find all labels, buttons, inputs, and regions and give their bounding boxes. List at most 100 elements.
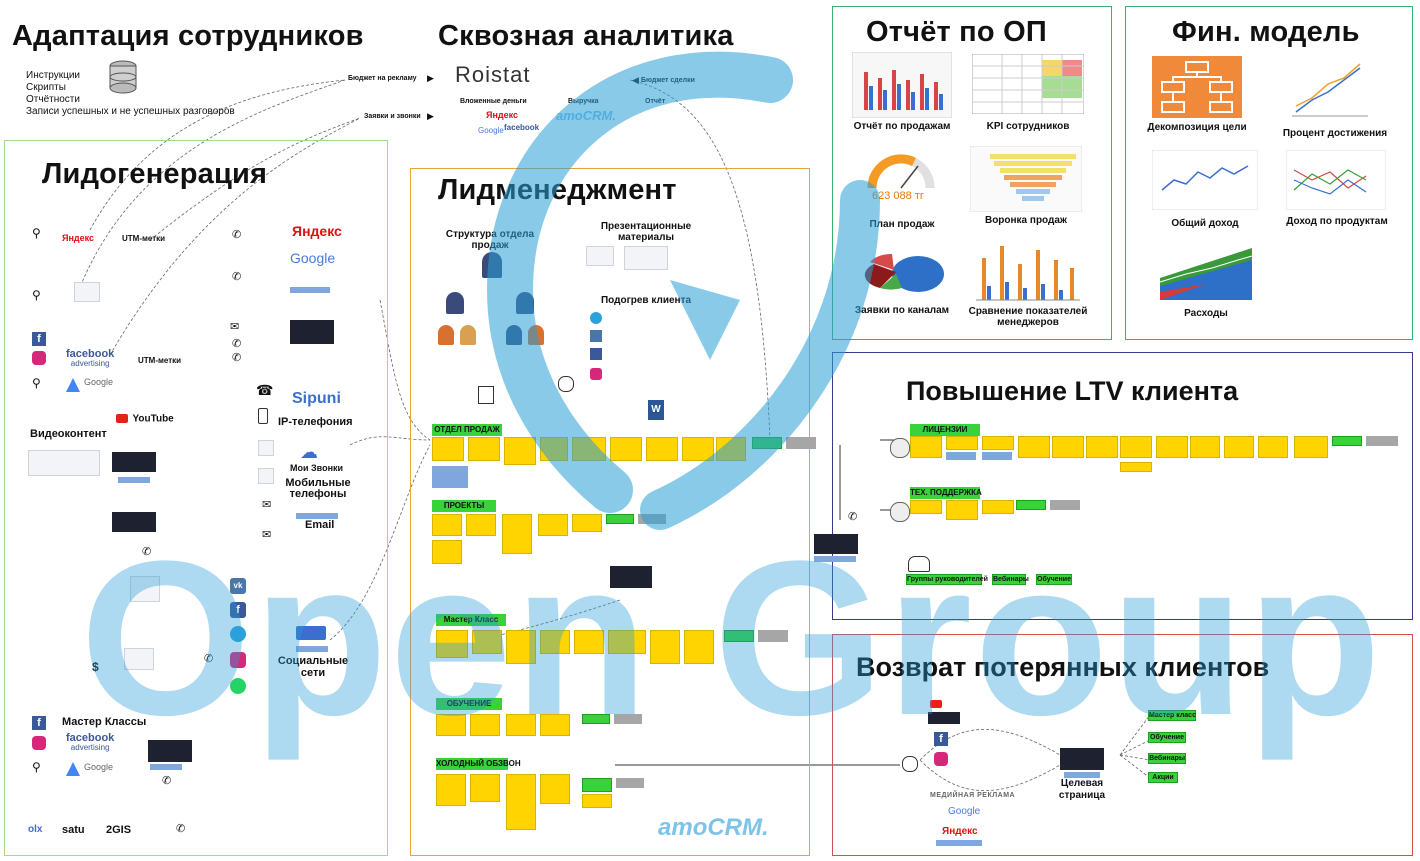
adaptation-item: Записи успешных и не успешных разговоров [26,106,235,117]
ltv-groups-badge: Группы руководителей [906,574,988,585]
facebook-logo: facebook [504,123,540,132]
pipeline-stage [1052,436,1084,458]
whatsapp-icon [230,678,246,694]
pipeline-stage [1258,436,1288,458]
yandex-logo: Яндекс [486,110,519,120]
google-logo: Google [290,250,336,266]
fin-card-label: Общий доход [1171,218,1239,229]
pipeline-stage [646,437,678,461]
channel-badge [118,477,150,483]
google-ads-label: Google [84,762,114,772]
instagram-icon [590,368,602,380]
social-network-icon [296,626,326,640]
manager-avatar [446,292,464,314]
pipeline-label-projects: ПРОЕКТЫ [432,500,496,512]
pipeline-stage [610,437,642,461]
watermark-swirl [486,51,880,530]
pipeline-stage [1086,436,1118,458]
facebook-word: facebook [66,348,115,360]
social-networks-label: Социальные сети [277,655,349,679]
pipeline-stage [572,514,602,532]
sales-funnel-chart [970,146,1082,212]
instagram-icon [230,652,246,668]
pipeline-stage-won [582,778,612,792]
facebook-word: facebook [66,732,115,744]
email-icon: ✉ [262,499,272,511]
pipeline-stage [946,436,978,450]
pipeline-stage [538,514,568,536]
pipeline-stage [504,437,536,465]
video-thumbnail [28,450,100,476]
report-title: Отчёт по ОП [866,16,1047,48]
pipeline-stage-lost [786,437,816,449]
presentation-thumb [586,246,614,266]
finmodel-frame [1125,6,1413,340]
avatar [558,376,574,392]
youtube-play-icon [116,414,128,424]
landing-screenshot [290,320,334,344]
pipeline-stage [1156,436,1188,458]
yandex-logo: Яндекс [942,826,978,837]
adaptation-item: Инструкции [26,70,81,81]
facebook-icon: f [32,716,46,730]
ip-telephony-label: IP-телефония [278,416,353,428]
achievement-line-chart [1288,54,1372,122]
arrow-right-icon: ▶ [427,111,434,121]
manager-avatar [460,325,476,345]
utm-label: UTM-метки [138,356,182,365]
returning-screenshot [928,712,960,724]
fin-card-label: Процент достижения [1282,128,1388,139]
group-icon [908,556,930,572]
pipeline-stage-won [582,714,610,724]
facebook-ads-logo: facebook advertising [66,348,115,369]
yandex-logo: Яндекс [292,223,342,239]
return-webinars-badge: Вебинары [1148,753,1186,764]
vk-icon: vk [230,578,246,594]
report-card-label: План продаж [869,219,935,230]
cloud-icon: ☁ [300,442,318,462]
pipeline-stage [436,774,466,806]
returning-title: Возврат потерянных клиентов [856,652,1270,682]
pipeline-stage [1190,436,1220,458]
report-card-label: Отчёт по продажам [853,121,951,132]
expenses-area-chart [1156,238,1256,304]
olx-logo: olx [28,824,43,835]
pipeline-label-cold: ХОЛОДНЫЙ ОБЗВОН [436,758,521,770]
masterclass-screenshot [610,566,652,588]
fin-card-label: Декомпозиция цели [1147,122,1247,133]
landing-screenshot [1060,748,1104,770]
pipeline-stage [540,774,570,804]
pipeline-stage [432,540,462,564]
youtube-label: YouTube [132,413,174,425]
channel-badge [290,287,330,293]
return-training-badge: Обучение [1148,732,1186,743]
phone-old-icon: ☎ [256,382,274,398]
roistat-logo: Roistat [455,62,531,87]
pipeline-stage [506,774,536,830]
adaptation-list: Инструкции Скрипты Отчётности Записи усп… [26,70,235,118]
finmodel-title: Фин. модель [1172,16,1360,48]
pipeline-stage-won [724,630,754,642]
mobile-icon [258,408,268,424]
pipeline-stage [472,630,502,654]
google-ads-label: Google [84,377,114,387]
pipeline-stage [1294,436,1328,458]
income-by-product-chart [1286,150,1386,210]
pipeline-stage-won [1332,436,1362,446]
pipeline-stage [1224,436,1254,458]
pipeline-stage [502,514,532,554]
pipeline-stage [506,630,536,664]
invested-label: Вложенные деньги [460,98,527,105]
pipeline-stage-won [1016,500,1046,510]
email-icon: ✉ [230,321,240,333]
pipeline-stage [682,437,714,461]
phone-icon: ✆ [176,823,186,835]
google-logo: Google [948,806,981,817]
search-icon: ⚲ [32,288,41,302]
phone-icon: ✆ [204,653,214,665]
pipeline-label-sales: ОТДЕЛ ПРОДАЖ [432,424,502,436]
sipuni-logo: Sipuni [292,390,341,407]
ltv-title: Повышение LTV клиента [906,376,1239,406]
money-icon: $ [92,660,99,674]
pipeline-stage-lost [616,778,644,788]
